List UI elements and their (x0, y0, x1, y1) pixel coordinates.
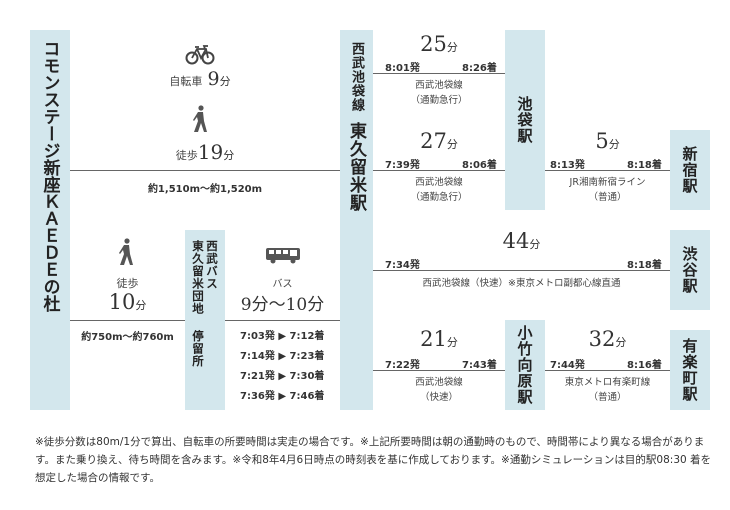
walk-direct-time: 徒歩19分 (140, 140, 270, 164)
route-line-name: 西武池袋線 (415, 177, 463, 188)
route-3-departure: 8:13発 (550, 160, 585, 171)
ikebukuro-station: 池袋駅 (515, 96, 534, 144)
route-6-arrival: 8:16着 (627, 360, 662, 371)
route-service: （通勤急行） (410, 192, 468, 203)
route-4-departure: 7:34発 (385, 260, 420, 271)
yurakucho-bar: 有楽町駅 (670, 330, 710, 410)
route-4-arrival: 8:18着 (627, 260, 662, 271)
footnote: ※徒歩分数は80m/1分で算出、自転車の所要時間は実走の場合です。※上記所要時間… (35, 436, 712, 484)
shinjuku-station: 新宿駅 (680, 146, 699, 194)
route-6-line: 東京メトロ有楽町線 （普通） (545, 375, 670, 405)
walk-direct-distance: 約1,510m〜約1,520m (147, 184, 263, 195)
bus-time-row: 7:03発 ▶ 7:12着 (240, 331, 325, 342)
yurakucho-station: 有楽町駅 (680, 338, 699, 402)
route-5-line: 西武池袋線 （快速） (373, 375, 505, 405)
route-line-name: 西武池袋線 (415, 80, 463, 91)
route-line-3 (545, 170, 670, 171)
bus-stop-bar: 西武バス 東久留米団地 停留所 (185, 230, 225, 410)
walk-bus-minutes: 10 (108, 290, 136, 314)
bicycle-icon (185, 45, 215, 65)
route-6-departure: 7:44発 (550, 360, 585, 371)
walk-to-bus-line (70, 320, 185, 321)
route-line-4 (373, 270, 670, 271)
route-line-name: JR湘南新宿ライン (569, 177, 646, 188)
route-minutes: 27 (420, 129, 447, 153)
walk-bus-unit: 分 (135, 299, 147, 312)
route-5-departure: 7:22発 (385, 360, 420, 371)
route-service: （普通） (588, 392, 627, 403)
route-4-line: 西武池袋線（快速）※東京メトロ副都心線直通 (422, 278, 621, 289)
route-5-arrival: 7:43着 (462, 360, 497, 371)
bus-time-row: 7:14発 ▶ 7:23着 (240, 351, 325, 362)
route-1-arrival: 8:26着 (462, 63, 497, 74)
route-line-1 (373, 73, 505, 74)
route-minutes: 44 (502, 229, 530, 253)
higashikurume-station: 東久留米駅 (346, 122, 366, 212)
walk-bus-distance: 約750m〜約760m (81, 332, 174, 343)
origin-bar: コモンステージ新座ＫＡＥＤＥの杜 (30, 30, 70, 410)
bicycle-time: 自転車 9分 (140, 68, 260, 90)
bus-route-line (225, 320, 340, 321)
route-3-arrival: 8:18着 (627, 160, 662, 171)
route-line-name: 東京メトロ有楽町線 (564, 377, 651, 388)
bus-time-row: 7:21発 ▶ 7:30着 (240, 371, 325, 382)
walk-direct-label: 徒歩 (175, 149, 198, 162)
walk-icon (192, 105, 208, 133)
route-4-duration: 44分 (373, 229, 670, 253)
bicycle-minutes: 9 (207, 68, 220, 90)
bus-operator: 西武バス (205, 240, 219, 290)
route-unit: 分 (608, 138, 620, 151)
shibuya-bar: 渋谷駅 (670, 230, 710, 310)
route-6-duration: 32分 (545, 327, 670, 351)
route-2-duration: 27分 (373, 129, 505, 153)
route-unit: 分 (615, 336, 627, 349)
route-2-arrival: 8:06着 (462, 160, 497, 171)
route-service: （快速） (419, 392, 458, 403)
bus-stop-name: 東久留米団地 停留所 (191, 240, 205, 368)
bus-time-row: 7:36発 ▶ 7:46着 (240, 391, 325, 402)
walk-bus-label: 徒歩 (116, 277, 139, 290)
route-5-duration: 21分 (373, 327, 505, 351)
walk-direct-unit: 分 (223, 149, 235, 162)
bus-icon (265, 247, 301, 265)
kotake-bar: 小竹向原駅 (505, 320, 545, 410)
route-unit: 分 (529, 238, 541, 251)
walk-icon (118, 238, 134, 266)
route-minutes: 5 (595, 129, 609, 153)
higashikurume-bar: 西武池袋線 東久留米駅 (340, 30, 373, 410)
kotake-station: 小竹向原駅 (515, 325, 534, 405)
route-3-duration: 5分 (545, 129, 670, 153)
bus-time: 9分〜10分 (240, 295, 325, 315)
route-minutes: 32 (588, 327, 616, 351)
route-unit: 分 (446, 41, 458, 54)
route-service: （通勤急行） (410, 95, 468, 106)
bicycle-unit: 分 (219, 75, 231, 88)
shinjuku-bar: 新宿駅 (670, 130, 710, 210)
route-unit: 分 (446, 138, 458, 151)
route-1-line: 西武池袋線 （通勤急行） (373, 78, 505, 108)
walk-bus-time: 10分 (70, 290, 185, 314)
route-2-departure: 7:39発 (385, 160, 420, 171)
bus-timetable: 7:03発 ▶ 7:12着 7:14発 ▶ 7:23着 7:21発 ▶ 7:30… (240, 327, 324, 407)
seibu-line-label: 西武池袋線 (349, 42, 364, 112)
bus-label: バス (272, 279, 293, 290)
shibuya-station: 渋谷駅 (680, 246, 699, 294)
route-minutes: 25 (420, 32, 447, 56)
route-line-name: 西武池袋線 (415, 377, 463, 388)
route-minutes: 21 (420, 327, 447, 351)
route-3-line: JR湘南新宿ライン （普通） (545, 175, 670, 205)
walk-route-line (70, 170, 340, 171)
route-1-duration: 25分 (373, 32, 505, 56)
route-2-line: 西武池袋線 （通勤急行） (373, 175, 505, 205)
ikebukuro-bar: 池袋駅 (505, 30, 545, 210)
route-line-6 (545, 370, 670, 371)
route-1-departure: 8:01発 (385, 63, 420, 74)
walk-direct-minutes: 19 (197, 140, 224, 164)
route-unit: 分 (446, 336, 458, 349)
bicycle-label: 自転車 (169, 75, 203, 88)
route-line-5 (373, 370, 505, 371)
origin-name: コモンステージ新座ＫＡＥＤＥの杜 (39, 40, 60, 312)
route-line-2 (373, 170, 505, 171)
route-service: （普通） (588, 192, 627, 203)
